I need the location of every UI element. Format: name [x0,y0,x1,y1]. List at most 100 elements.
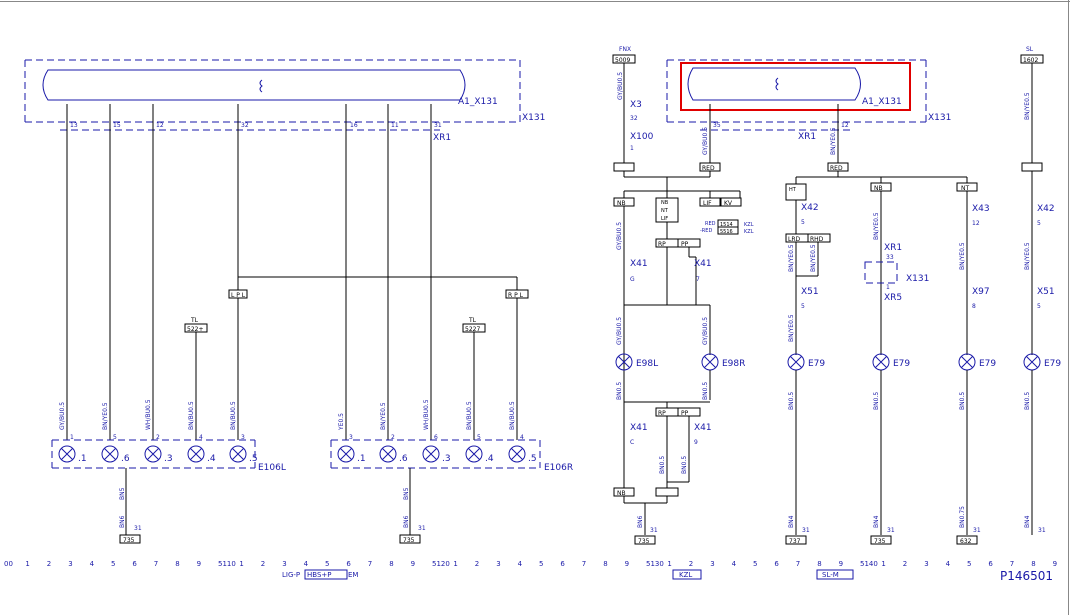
e106r-ground-wire: BN5 [403,487,410,500]
relay-lif: LIF [661,216,668,222]
ruler-label: 1 [881,560,885,568]
x51-b: X51 [1037,287,1055,297]
left-connector-rpl: R P L [508,292,524,299]
fnx-box: 5009 [615,57,630,64]
branch-nb-3: NB [874,185,883,192]
relay-rhd: RHD [810,236,824,243]
left-pin-6: 31 [434,122,442,129]
e106r-label: E106R [544,463,573,473]
e98r-low-wire: BN0.5 [702,382,709,400]
ruler-label: 7 [368,560,372,568]
x131-label: X131 [906,274,929,284]
rp-low-wire: BN0.5 [659,456,666,474]
left-pin-0: 13 [70,122,78,129]
relay-rp-1: RP [658,241,666,248]
ruler-label: 1 [239,560,243,568]
ruler-label: 3 [282,560,286,568]
right-xr-label: XR1 [798,132,816,142]
left-wire-label-2: WH/BU0.5 [145,399,152,430]
e106r-num-0: .1 [357,454,366,464]
x41-d-pin: 9 [694,439,698,446]
ruler-slm: SL-M [822,571,839,579]
e98r-wire: GY/BU0.5 [702,317,709,345]
e106r-pin-2: 6 [434,434,438,441]
ruler-label: 2 [689,560,693,568]
x41-a-pin: G [630,276,635,283]
branch-nb-1: NB [617,200,626,207]
ruler-label: 2 [261,560,265,568]
e106r-pin-3: 5 [477,434,481,441]
ruler-label: 6 [346,560,351,568]
x41-d: X41 [694,423,712,433]
e106l-pin-1: 5 [113,434,117,441]
left-module-name: A1_X131 [458,97,498,107]
left-wire-label-3: BN/BU0.5 [188,401,195,430]
right-pin-0: 35 [713,122,721,129]
right-module: A1_X131 X131 XR1 35 12 [666,59,951,142]
sl-wire: BN/YE0.5 [1024,92,1031,120]
relay-nb: NB [661,200,669,206]
e106r-num-4: .5 [528,454,537,464]
ruler-label: 8 [175,560,179,568]
branch-wire-1: GY/BU0.5 [616,222,623,250]
right-pin-1: 12 [841,122,849,129]
e106l-ground-wire: BN5 [119,487,126,500]
ruler-label: 3 [710,560,714,568]
right-wire-b: BN/YE0.5 [830,127,837,155]
ruler-label: 00 [4,560,13,568]
gnd-box-3: 735 [874,538,886,545]
right-wiring: GY/BU0.5 BN/YE0.5 RED RED NB GY/BU0.5 X4… [613,46,1061,545]
ruler-label: 5140 [860,560,878,568]
left-xr-label: XR1 [433,133,451,143]
highlight-box [680,62,911,111]
ruler-label: 5 [539,560,543,568]
e106r-pin-1: 2 [391,434,395,441]
xr5-label: XR5 [884,293,902,303]
e79-1-wire: BN/YE0.5 [788,314,795,342]
left-pin-3: 32 [241,122,249,129]
e106r-gnd-id: BN6 [403,515,410,528]
relay-lrd: LRD [788,236,801,243]
ruler-label: 4 [732,560,737,568]
ruler-label: 6 [132,560,137,568]
ht-wire-2: BN/YE0.5 [810,244,817,272]
note-1514: 1514 [720,222,733,228]
lamp-block-e106r: 3 2 6 5 4 .1 .6 .3 .4 .5 E106R BN5 BN6 3… [330,434,573,544]
relay-kv-box: KV [724,200,733,207]
relay-lif-box: LIF [703,200,712,207]
ruler-label: 4 [946,560,951,568]
e106r-pin-4: 4 [520,434,524,441]
ruler-label: 2 [475,560,479,568]
right-module-conn: X131 [928,113,951,123]
gnd-pin-5: 31 [1038,527,1046,534]
e106l-pin-3: 4 [199,434,203,441]
e106r-gnd-box: 735 [403,537,415,544]
x43-label: X43 [972,204,990,214]
x41-c-pin: C [630,439,634,446]
left-module: A1_X131 X131 XR1 13 15 12 32 16 11 31 [24,59,545,143]
gnd-wire-2: BN4 [788,515,795,528]
x97-pin: 8 [972,303,976,310]
x42-a: X42 [801,203,819,213]
ruler-label: 4 [90,560,95,568]
branch-nt: NT [961,185,969,192]
e106l-gnd-pin: 31 [134,525,142,532]
ruler-label: 2 [903,560,907,568]
lamp-e79-4: E79 [1044,359,1061,369]
ruler-label: 8 [389,560,393,568]
ruler-label: 8 [817,560,821,568]
ruler-label: 6 [988,560,993,568]
sl-box: 1602 [1023,57,1038,64]
ruler-label: 7 [1010,560,1014,568]
e79-3-low: BN0.5 [959,392,966,410]
e106r-gnd-pin: 31 [418,525,426,532]
ruler-label: 9 [197,560,201,568]
e106l-pin-4: 3 [241,434,245,441]
e106l-num-4: .5 [249,454,258,464]
left-wire-label-4: BN/BU0.5 [230,401,237,430]
ruler-label: 2 [47,560,51,568]
left-pin-1: 15 [113,122,121,129]
ruler-label: 9 [1053,560,1057,568]
lamp-e79-3: E79 [979,359,996,369]
